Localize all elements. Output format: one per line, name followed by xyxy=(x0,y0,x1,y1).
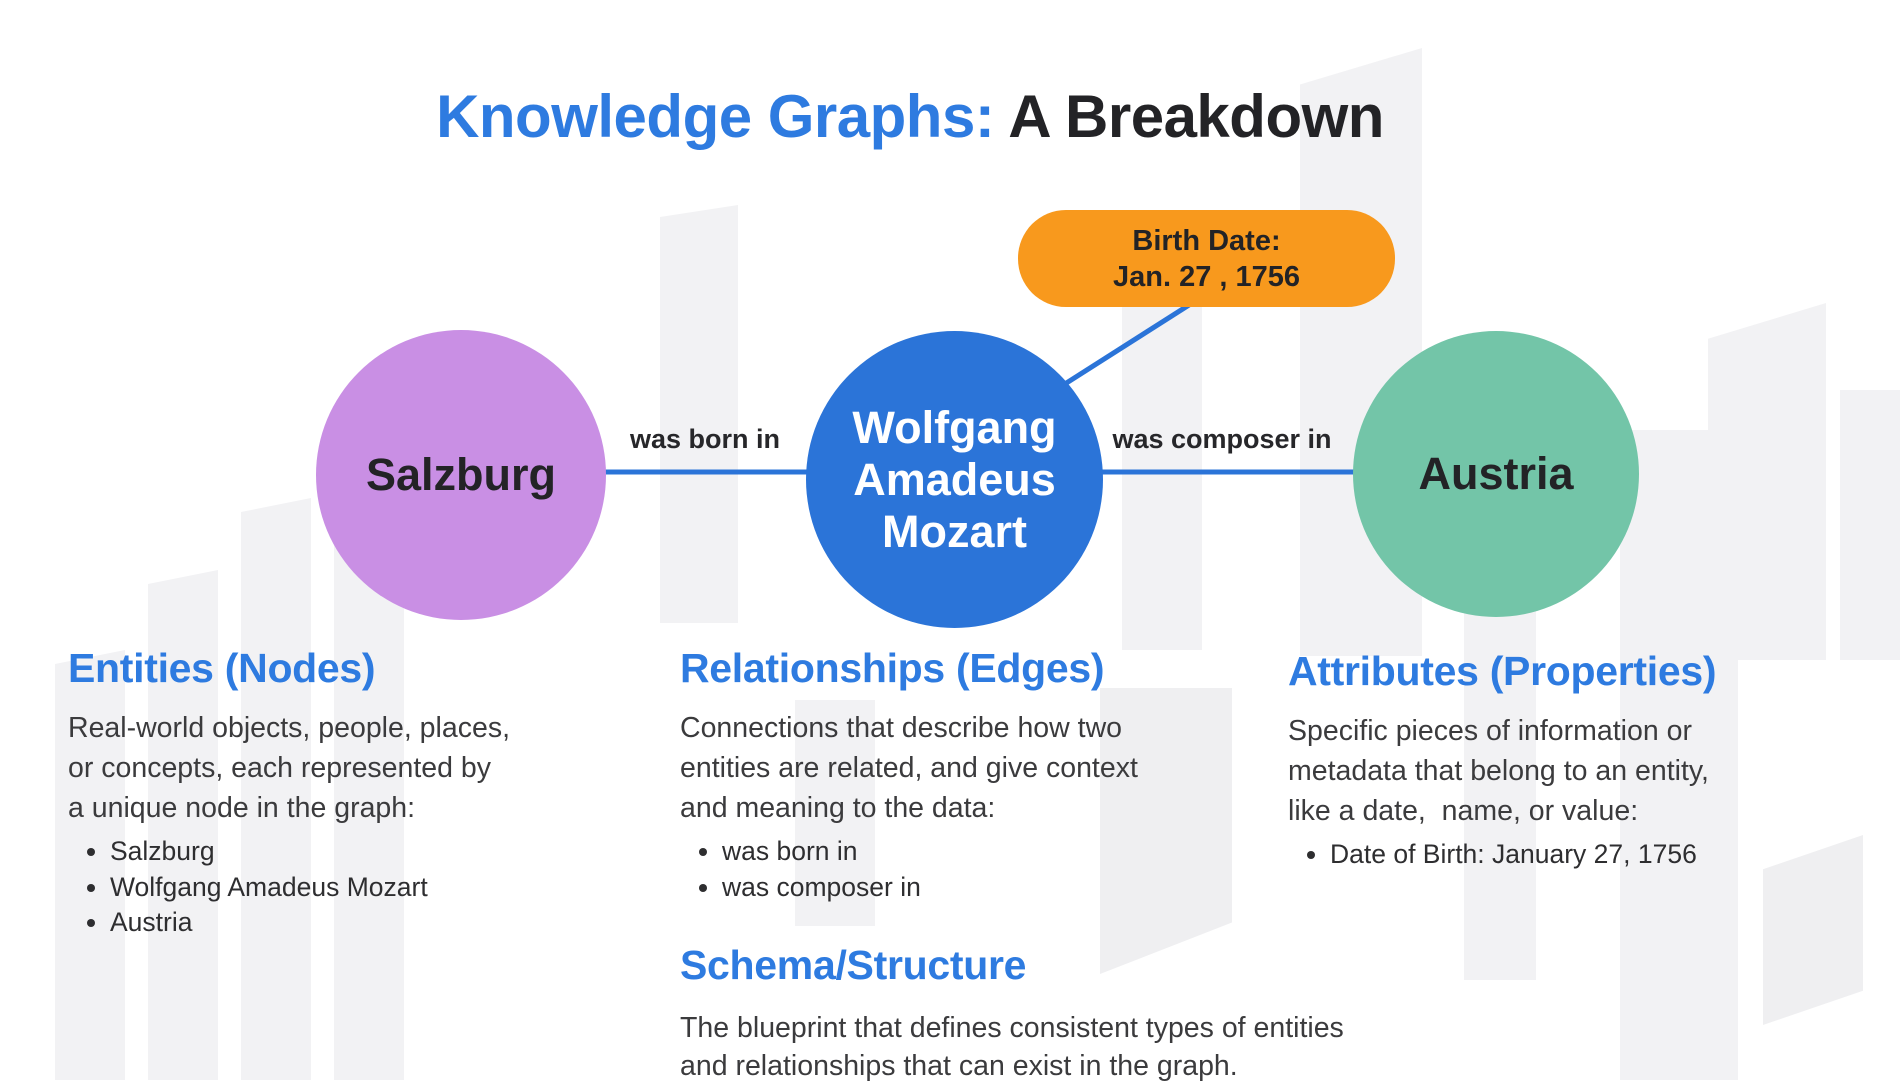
edge-was-composer-in-label: was composer in xyxy=(1112,424,1332,454)
body-line: like a date, name, or value: xyxy=(1288,795,1639,827)
bullet-item: Austria xyxy=(110,905,588,941)
section-entities: Entities (Nodes) Real-world objects, peo… xyxy=(68,645,588,941)
bullet-item: was composer in xyxy=(722,870,1220,906)
edge-was-born-in-label: was born in xyxy=(629,424,781,454)
body-line: entities are related, and give context xyxy=(680,752,1138,784)
body-line: and relationships that can exist in the … xyxy=(680,1050,1238,1082)
background-bar xyxy=(1464,560,1536,980)
body-line: Specific pieces of information or xyxy=(1288,715,1692,747)
background-bar xyxy=(1100,688,1232,974)
birth-date-badge: Birth Date: Jan. 27 , 1756 xyxy=(1018,210,1395,307)
background-bar xyxy=(1763,835,1863,1025)
body-line: The blueprint that defines consistent ty… xyxy=(680,1012,1344,1044)
section-relationships: Relationships (Edges) Connections that d… xyxy=(680,645,1220,905)
section-heading: Relationships (Edges) xyxy=(680,645,1105,691)
bullet-item: was born in xyxy=(722,834,1220,870)
node-label-line: Mozart xyxy=(882,505,1027,557)
badge-line-2: Jan. 27 , 1756 xyxy=(1112,260,1301,293)
bullet-item: Date of Birth: January 27, 1756 xyxy=(1330,837,1848,873)
background-bar xyxy=(795,700,875,926)
background-bar xyxy=(660,205,738,623)
bullet-item: Wolfgang Amadeus Mozart xyxy=(110,870,588,906)
bullet-item: Salzburg xyxy=(110,834,588,870)
node-label-line: Wolfgang xyxy=(852,401,1057,453)
background-bar xyxy=(55,650,125,1080)
background-bar xyxy=(241,498,311,1080)
node-austria: Austria xyxy=(1353,331,1639,617)
background-bar xyxy=(1708,303,1826,660)
node-mozart: Wolfgang Amadeus Mozart xyxy=(806,331,1103,628)
section-schema: Schema/Structure The blueprint that defi… xyxy=(680,942,1380,1085)
section-heading: Attributes (Properties) xyxy=(1288,648,1717,694)
background-bar xyxy=(148,570,218,1080)
node-label: Austria xyxy=(1418,448,1574,499)
title-highlight: Knowledge Graphs: xyxy=(436,83,995,150)
node-salzburg: Salzburg xyxy=(316,330,606,620)
body-line: Connections that describe how two xyxy=(680,712,1123,744)
title-rest: A Breakdown xyxy=(994,83,1384,150)
section-attributes: Attributes (Properties) Specific pieces … xyxy=(1288,648,1848,873)
section-heading: Schema/Structure xyxy=(680,942,1027,988)
page-title: Knowledge Graphs: A Breakdown xyxy=(0,82,1820,151)
body-line: Real-world objects, people, places, xyxy=(68,712,510,744)
background-bar xyxy=(1840,390,1900,660)
body-line: or concepts, each represented by xyxy=(68,752,492,784)
body-line: and meaning to the data: xyxy=(680,792,996,824)
section-heading: Entities (Nodes) xyxy=(68,645,376,691)
background-bar xyxy=(1122,282,1202,650)
node-label-line: Amadeus xyxy=(853,453,1056,505)
body-line: metadata that belong to an entity, xyxy=(1288,755,1709,787)
badge-line-1: Birth Date: xyxy=(1132,224,1281,257)
body-line: a unique node in the graph: xyxy=(68,792,416,824)
node-label: Salzburg xyxy=(365,449,557,500)
